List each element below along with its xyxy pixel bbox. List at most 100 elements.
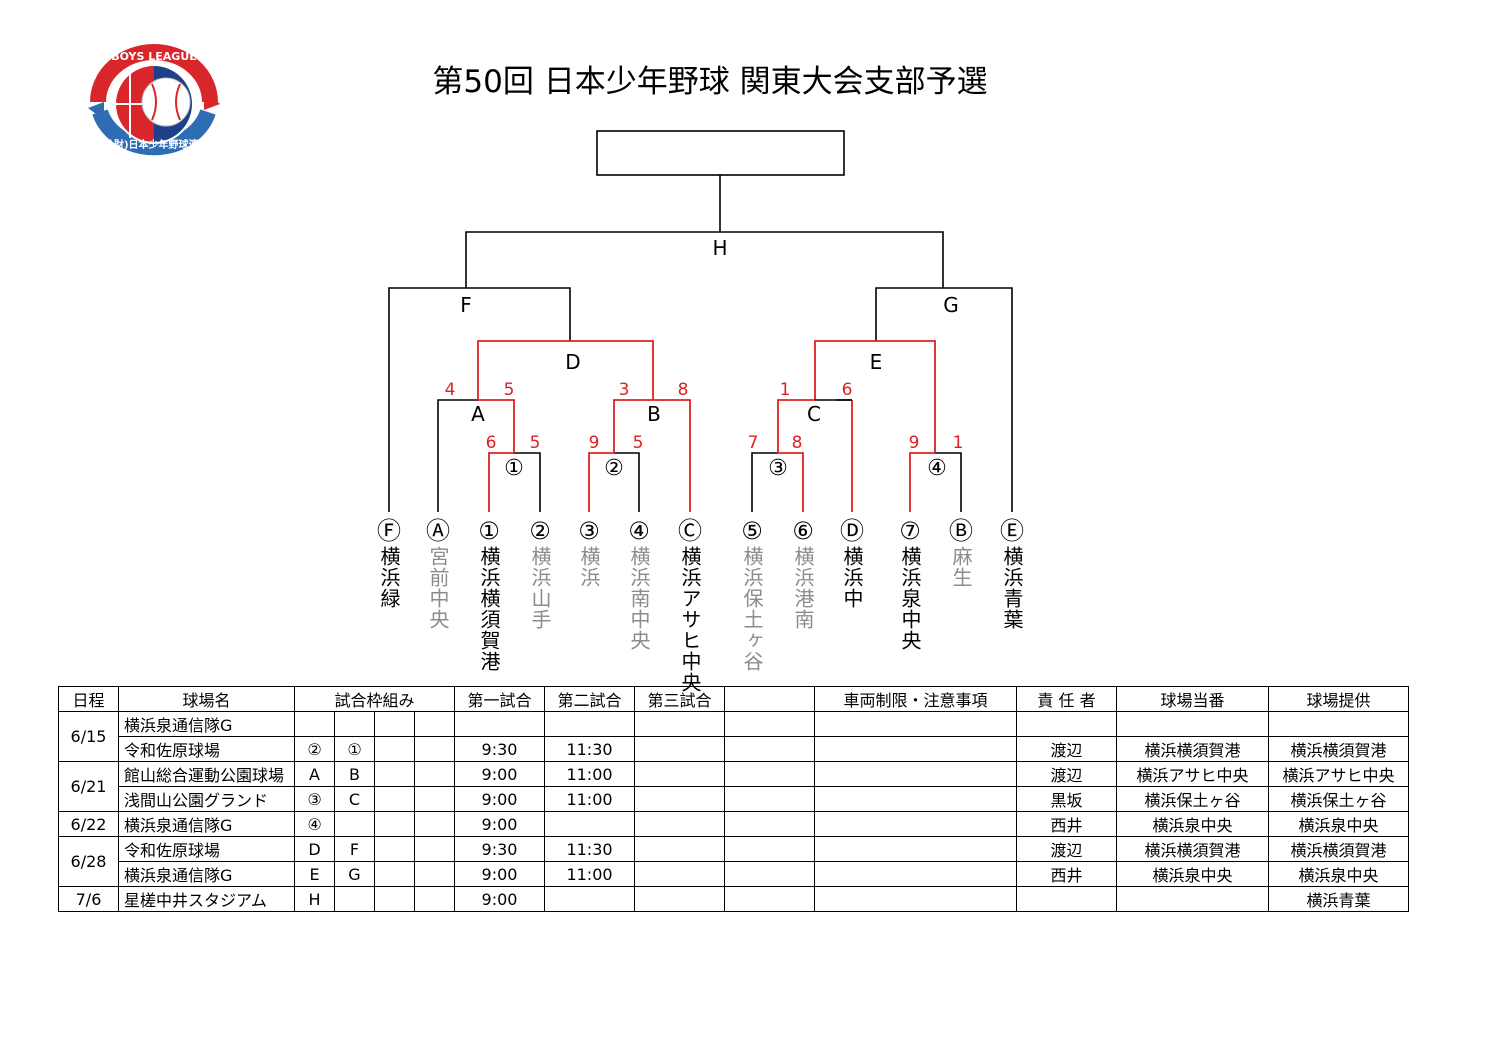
schedule-venue: 浅間山公園グランド <box>118 786 295 812</box>
schedule-duty <box>1116 711 1269 737</box>
schedule-game2-time: 11:00 <box>544 761 635 787</box>
team-name: 横浜緑 <box>377 546 401 609</box>
schedule-slot <box>374 736 415 762</box>
schedule-slot <box>414 786 455 812</box>
team-seed: ⑤ <box>741 517 763 545</box>
schedule-notes <box>814 736 1017 762</box>
schedule-slot <box>374 786 415 812</box>
score: 5 <box>633 433 644 453</box>
schedule-manager <box>1016 711 1117 737</box>
schedule-date: 7/6 <box>58 886 119 912</box>
boys-league-logo: BOYS LEAGUE (公財)日本少年野球連盟 <box>88 44 220 156</box>
header-slots: 試合枠組み <box>294 686 455 712</box>
tournament-bracket: H F G D E A B C ① ② ③ ④ 4 5 3 8 1 6 6 5 … <box>377 130 1024 545</box>
schedule-notes <box>814 786 1017 812</box>
schedule-game3-time <box>634 811 725 837</box>
schedule-game3-time <box>634 836 725 862</box>
team-name: 横浜青葉 <box>1000 546 1024 630</box>
schedule-slot <box>374 861 415 887</box>
schedule-game1-time: 9:30 <box>454 836 545 862</box>
schedule-extra <box>724 861 815 887</box>
schedule-slot <box>374 886 415 912</box>
header-date: 日程 <box>58 686 119 712</box>
schedule-slot <box>374 761 415 787</box>
game-mark-4: ④ <box>927 456 947 481</box>
round-label-c: C <box>807 402 821 426</box>
header-duty: 球場当番 <box>1116 686 1269 712</box>
schedule-notes <box>814 761 1017 787</box>
game-mark-3: ③ <box>768 456 788 481</box>
schedule-slot <box>414 836 455 862</box>
schedule-manager: 渡辺 <box>1016 736 1117 762</box>
schedule-slot: A <box>294 761 335 787</box>
score: 8 <box>792 433 803 453</box>
schedule-manager: 渡辺 <box>1016 761 1117 787</box>
schedule-duty: 横浜横須賀港 <box>1116 836 1269 862</box>
schedule-manager <box>1016 886 1117 912</box>
schedule-provider: 横浜保土ヶ谷 <box>1268 786 1409 812</box>
team-name: 横浜アサヒ中央 <box>678 546 702 693</box>
schedule-date: 6/21 <box>58 761 119 812</box>
schedule-slot <box>334 811 375 837</box>
score: 6 <box>486 433 497 453</box>
game-mark-2: ② <box>604 456 624 481</box>
team-seed: ④ <box>628 517 650 545</box>
schedule-game1-time: 9:30 <box>454 736 545 762</box>
team-seed: Ⓓ <box>840 517 864 545</box>
header-provider: 球場提供 <box>1268 686 1409 712</box>
team-seed: ③ <box>578 517 600 545</box>
schedule-game3-time <box>634 736 725 762</box>
schedule-slot <box>414 711 455 737</box>
schedule-notes <box>814 836 1017 862</box>
header-game3: 第三試合 <box>634 686 725 712</box>
logo-bottom-text: (公財)日本少年野球連盟 <box>99 138 208 151</box>
team-seed: Ⓒ <box>678 517 702 545</box>
schedule-extra <box>724 836 815 862</box>
schedule-slot <box>414 761 455 787</box>
schedule-game2-time: 11:30 <box>544 736 635 762</box>
schedule-notes <box>814 886 1017 912</box>
round-label-b: B <box>647 402 661 426</box>
schedule-slot <box>414 886 455 912</box>
team-name: 横浜 <box>577 546 601 588</box>
schedule-date: 6/15 <box>58 711 119 762</box>
team-name: 横浜南中央 <box>627 546 651 651</box>
score: 1 <box>780 380 791 400</box>
schedule-duty: 横浜保土ヶ谷 <box>1116 786 1269 812</box>
schedule-extra <box>724 736 815 762</box>
schedule-duty: 横浜アサヒ中央 <box>1116 761 1269 787</box>
score: 5 <box>530 433 541 453</box>
team-seed: ② <box>529 517 551 545</box>
schedule-slot: C <box>334 786 375 812</box>
header-manager: 責 任 者 <box>1016 686 1117 712</box>
round-label-f: F <box>460 293 472 317</box>
header-game2: 第二試合 <box>544 686 635 712</box>
page-title: 第50回 日本少年野球 関東大会支部予選 <box>432 64 988 100</box>
schedule-game3-time <box>634 761 725 787</box>
team-seed: ① <box>478 517 500 545</box>
score: 1 <box>953 433 964 453</box>
schedule-provider: 横浜横須賀港 <box>1268 736 1409 762</box>
schedule-slot: H <box>294 886 335 912</box>
schedule-slot <box>374 811 415 837</box>
team-seed: Ⓑ <box>949 517 973 545</box>
schedule-venue: 令和佐原球場 <box>118 836 295 862</box>
schedule-provider: 横浜横須賀港 <box>1268 836 1409 862</box>
schedule-duty: 横浜泉中央 <box>1116 811 1269 837</box>
team-name: 宮前中央 <box>426 546 450 630</box>
schedule-slot <box>414 861 455 887</box>
score: 6 <box>842 380 853 400</box>
header-notes: 車両制限・注意事項 <box>814 686 1017 712</box>
schedule-header-row: 日程 球場名 試合枠組み 第一試合 第二試合 第三試合 車両制限・注意事項 責 … <box>58 686 1409 712</box>
schedule-slot <box>334 711 375 737</box>
schedule-extra <box>724 711 815 737</box>
schedule-game2-time: 11:30 <box>544 836 635 862</box>
schedule-manager: 渡辺 <box>1016 836 1117 862</box>
